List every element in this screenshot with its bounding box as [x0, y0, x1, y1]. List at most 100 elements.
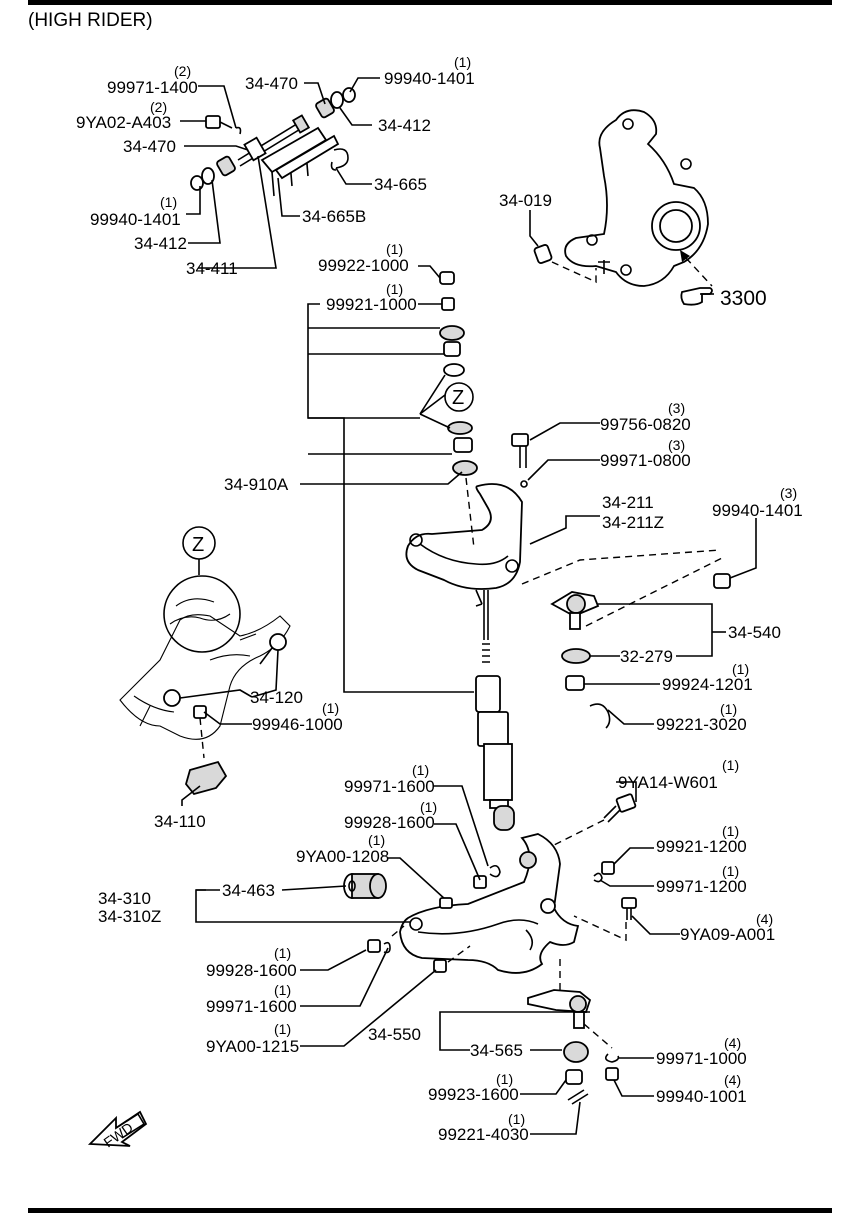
- callout-9ya00-1215-qty: (1): [274, 1021, 291, 1037]
- detail-marker-circle-upper: [444, 382, 474, 412]
- lower-arm-nut-left: [367, 939, 381, 953]
- cotter-pin-lower: [567, 1089, 589, 1105]
- callout-99971-1400-qty: (2): [174, 63, 191, 79]
- callout-99971-1000: 99971-1000: [656, 1049, 747, 1068]
- frame-detail: [119, 575, 291, 740]
- callout-99921-1000-qty: (1): [386, 281, 403, 297]
- callout-99971-0800-qty: (3): [668, 437, 685, 453]
- callout-99971-1200: 99971-1200: [656, 877, 747, 896]
- callout-99924-1201-qty: (1): [732, 661, 749, 677]
- steering-knuckle: [564, 109, 709, 287]
- callout-99756-0820-qty: (3): [668, 400, 685, 416]
- callout-99921-1200-qty: (1): [722, 823, 739, 839]
- knuckle-nut: [533, 244, 553, 264]
- pointing-hand-icon: [680, 287, 714, 306]
- callout-99923-1600: 99923-1600: [428, 1085, 519, 1104]
- shock-bracket-leaders: [300, 265, 474, 693]
- upper-ball-joint: [550, 591, 600, 630]
- callout-34-411: 34-411: [186, 259, 238, 278]
- fwd-arrow-icon: FWD: [87, 1110, 148, 1150]
- lower-arm-washer-left: [383, 941, 391, 954]
- top-leaders: [180, 77, 380, 269]
- lower-ball-joint: [527, 989, 592, 1029]
- callout-34-110: 34-110: [154, 812, 206, 831]
- callout-99221-4030-qty: (1): [508, 1111, 525, 1127]
- callout-99971-1600-lower-qty: (1): [274, 982, 291, 998]
- cam-nut: [601, 861, 615, 875]
- callout-99940-1001-qty: (4): [724, 1072, 741, 1088]
- page-title: (HIGH RIDER): [28, 10, 153, 31]
- callout-99971-1600-upper: 99971-1600: [344, 777, 435, 796]
- callout-99928-1600-lower: 99928-1600: [206, 961, 297, 980]
- callout-99924-1201: 99924-1201: [662, 675, 753, 694]
- callout-34-540: 34-540: [728, 623, 781, 642]
- callout-99921-1200: 99921-1200: [656, 837, 747, 856]
- shock-upper-hardware: [439, 271, 478, 476]
- callout-99221-4030: 99221-4030: [438, 1125, 529, 1144]
- callout-99971-1000-qty: (4): [724, 1035, 741, 1051]
- callout-99940-1401-3: 99940-1401: [712, 501, 803, 520]
- callout-99946-1000-qty: (1): [322, 700, 339, 716]
- stabilizer-link-assembly: [190, 87, 356, 197]
- callout-99971-1600-upper-qty: (1): [412, 762, 429, 778]
- lower-control-arm: [399, 833, 580, 974]
- callout-9ya00-1215: 9YA00-1215: [206, 1037, 299, 1056]
- callout-34-910a: 34-910A: [224, 475, 289, 494]
- lower-dust-boot: [563, 1041, 589, 1063]
- callout-99940-1001: 99940-1001: [656, 1087, 747, 1106]
- lower-castle-nut: [565, 1069, 583, 1085]
- callout-99928-1600-upper: 99928-1600: [344, 813, 435, 832]
- callout-34-310: 34-310: [98, 889, 151, 908]
- callout-34-211z: 34-211Z: [602, 513, 664, 532]
- shock-lower-washer: [489, 864, 501, 878]
- shock-lower-nut: [473, 875, 487, 889]
- callout-99971-0800: 99971-0800: [600, 451, 691, 470]
- callout-99940-1401-left-qty: (1): [160, 194, 177, 210]
- callout-34-665b: 34-665B: [302, 207, 366, 226]
- lower-washer-right: [604, 1053, 620, 1063]
- cotter-pin-upper: [589, 703, 611, 729]
- callout-9ya09-a001-qty: (4): [756, 911, 773, 927]
- bottom-rule: [28, 1208, 832, 1213]
- callout-34-470-right: 34-470: [245, 74, 298, 93]
- callout-9ya02-a403-qty: (2): [150, 99, 167, 115]
- cam-washer: [593, 872, 603, 883]
- callout-32-279: 32-279: [620, 647, 673, 666]
- callout-99921-1000: 99921-1000: [326, 295, 417, 314]
- lower-nut-right: [605, 1067, 619, 1081]
- detail-marker-upper: Z: [452, 387, 464, 409]
- callout-34-019: 34-019: [499, 191, 552, 210]
- detail-marker-lower: Z: [192, 534, 204, 556]
- upper-arm-bolt: [511, 433, 529, 468]
- callout-99756-0820: 99756-0820: [600, 415, 691, 434]
- ball-joint-nut: [713, 573, 731, 589]
- upper-control-arm: [405, 483, 523, 607]
- callout-34-120: 34-120: [250, 688, 303, 707]
- shock-absorber: [475, 590, 515, 831]
- ball-joint-castle-nut: [565, 675, 585, 691]
- dust-boot: [561, 648, 591, 664]
- lower-arm-bolt-left: [433, 959, 447, 973]
- callout-99971-1400: 99971-1400: [107, 78, 198, 97]
- callout-34-470-left: 34-470: [123, 137, 176, 156]
- callout-99940-1401-right: 99940-1401: [384, 69, 475, 88]
- callout-34-550: 34-550: [368, 1025, 421, 1044]
- callout-99940-1401-left: 99940-1401: [90, 210, 181, 229]
- callout-99922-1000: 99922-1000: [318, 256, 409, 275]
- callout-99221-3020: 99221-3020: [656, 715, 747, 734]
- callout-34-310z: 34-310Z: [98, 907, 161, 926]
- callout-99923-1600-qty: (1): [496, 1071, 513, 1087]
- callout-99928-1600-lower-qty: (1): [274, 945, 291, 961]
- callout-99928-1600-upper-qty: (1): [420, 799, 437, 815]
- lower-arm-mount-bolt: [621, 897, 637, 920]
- callout-99946-1000: 99946-1000: [252, 715, 343, 734]
- callout-9ya09-a001: 9YA09-A001: [680, 925, 775, 944]
- callout-34-211: 34-211: [602, 493, 654, 512]
- callout-34-463: 34-463: [222, 881, 275, 900]
- callout-9ya00-1208: 9YA00-1208: [296, 847, 389, 866]
- top-rule: [28, 0, 832, 5]
- bump-stopper: [185, 760, 228, 796]
- callout-3300: 3300: [720, 287, 767, 310]
- callout-99922-1000-qty: (1): [386, 241, 403, 257]
